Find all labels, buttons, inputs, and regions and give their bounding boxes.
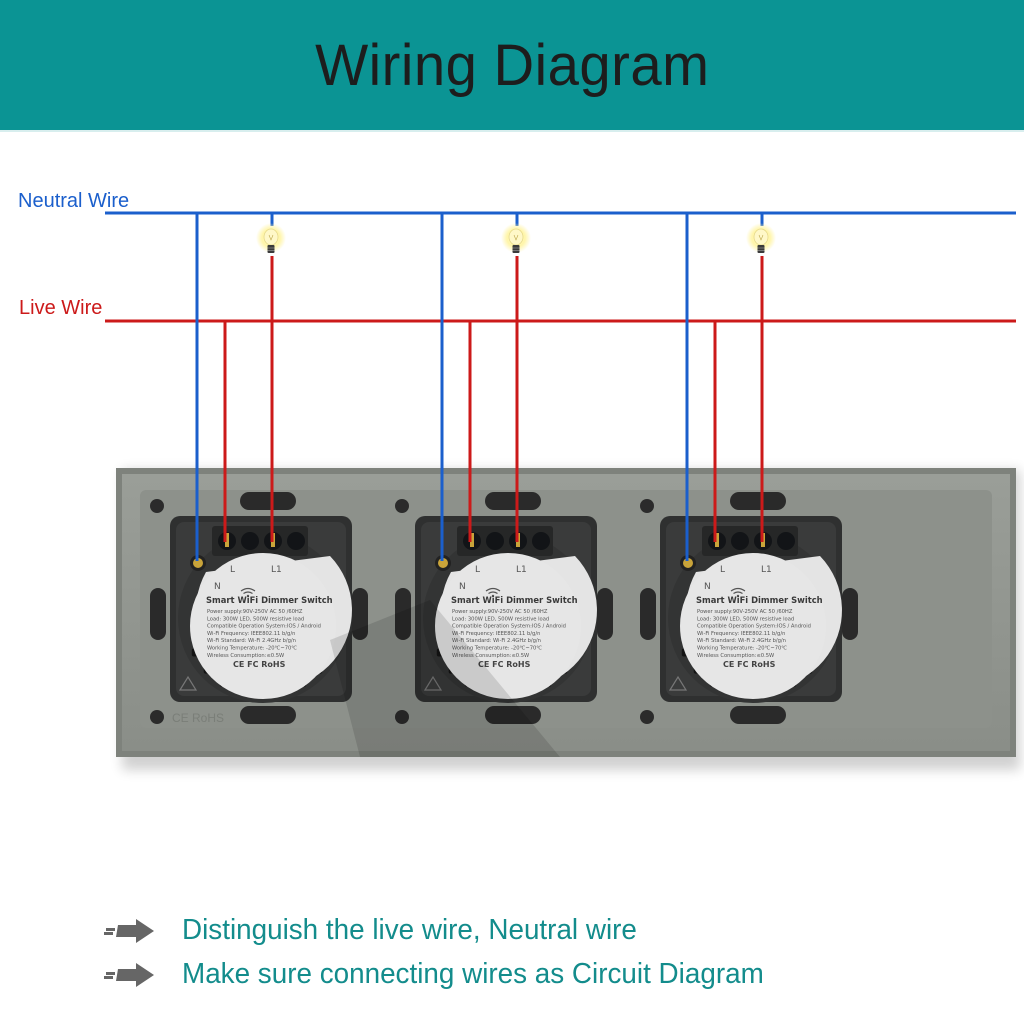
wifi-icon [730,587,746,598]
terminal-socket [287,532,305,550]
spec-line: Wireless Consumption:≤0.5W [697,653,774,659]
terminal-socket [731,532,749,550]
terminal-label-l: L [230,565,235,575]
spec-line: Load: 300W LED, 500W resistive load [207,616,304,622]
terminal-socket [777,532,795,550]
panel-screw-hole [150,499,164,513]
spec-line: Load: 300W LED, 500W resistive load [452,616,549,622]
spec-line: Power supply:90V-250V AC 50 /60HZ [452,609,548,615]
spec-line: Wi-Fi Frequency: IEEE802.11 b/g/n [207,631,295,637]
spec-line: Compatible Operation System:IOS / Androi… [452,624,566,630]
spec-line: Power supply:90V-250V AC 50 /60HZ [697,609,793,615]
spec-line: Working Temperature: -20℃~70℃ [452,646,542,652]
cert-marks: CE FC RoHS [723,660,776,669]
spec-line: Compatible Operation System:IOS / Androi… [697,624,811,630]
header-divider [0,130,1024,132]
neutral-wire-label: Neutral Wire [18,190,130,212]
panel-screw-hole [395,710,409,724]
header-banner: Wiring Diagram [0,0,1024,130]
spec-line: Wi-Fi Standard: Wi-Fi 2.4GHz b/g/n [697,638,786,644]
spec-line: Load: 300W LED, 500W resistive load [697,616,794,622]
terminal-block [457,526,553,556]
page-title: Wiring Diagram [314,32,710,98]
mount-slot [730,492,786,510]
spec-line: Wi-Fi Frequency: IEEE802.11 b/g/n [697,631,785,637]
note-text: Make sure connecting wires as Circuit Di… [182,958,764,990]
light-bulb-icon [746,223,776,253]
note-text: Distinguish the live wire, Neutral wire [182,914,637,946]
brass-contact [715,533,719,547]
spec-line: Wireless Consumption:≤0.5W [452,653,529,659]
terminal-label-l1: L1 [516,565,527,575]
wifi-icon [240,587,256,598]
module-title: Smart WiFi Dimmer Switch [696,595,823,605]
live-wire-label: Live Wire [19,297,103,319]
cert-marks: CE FC RoHS [478,660,531,669]
note-item: Make sure connecting wires as Circuit Di… [104,958,788,991]
terminal-socket [486,532,504,550]
recycle-icon [423,675,443,691]
cert-marks: CE FC RoHS [233,660,286,669]
label-sticker-disc [680,553,826,699]
recycle-icon [178,675,198,691]
arrow-right-icon [104,962,154,987]
terminal-block [212,526,308,556]
mount-slot [150,588,166,640]
mount-slot [842,588,858,640]
label-sticker-disc [190,553,336,699]
arrow-right-icon [104,918,154,943]
mount-slot [240,706,296,724]
mount-slot [240,492,296,510]
brass-contact [225,533,229,547]
terminal-label-n: N [704,582,711,592]
panel-screw-hole [640,710,654,724]
spec-line: Power supply:90V-250V AC 50 /60HZ [207,609,303,615]
spec-line: Wireless Consumption:≤0.5W [207,653,284,659]
recycle-icon [668,675,688,691]
spec-line: Wi-Fi Frequency: IEEE802.11 b/g/n [452,631,540,637]
mount-slot [485,706,541,724]
module-title: Smart WiFi Dimmer Switch [451,595,578,605]
panel-screw-hole [395,499,409,513]
mount-slot [395,588,411,640]
mount-slot [352,588,368,640]
terminal-label-n: N [459,582,466,592]
light-bulb-icon [256,223,286,253]
spec-line: Wi-Fi Standard: Wi-Fi 2.4GHz b/g/n [207,638,296,644]
terminal-label-l: L [720,565,725,575]
spec-line: Wi-Fi Standard: Wi-Fi 2.4GHz b/g/n [452,638,541,644]
mount-slot [730,706,786,724]
mount-slot [485,492,541,510]
light-bulb-icon [501,223,531,253]
spec-line: Working Temperature: -20℃~70℃ [697,646,787,652]
module-title: Smart WiFi Dimmer Switch [206,595,333,605]
panel-mark: CE RoHS [172,711,224,725]
mount-slot [640,588,656,640]
terminal-label-l1: L1 [271,565,282,575]
mount-slot [597,588,613,640]
panel-screw-hole [640,499,654,513]
terminal-label-n: N [214,582,221,592]
wifi-icon [485,587,501,598]
panel-screw-hole [150,710,164,724]
terminal-label-l: L [475,565,480,575]
brass-contact [470,533,474,547]
label-sticker-disc [435,553,581,699]
terminal-block [702,526,798,556]
panel-shadow-overlay [330,600,560,757]
terminal-label-l1: L1 [761,565,772,575]
terminal-socket [241,532,259,550]
note-item: Distinguish the live wire, Neutral wire [104,914,656,947]
spec-line: Working Temperature: -20℃~70℃ [207,646,297,652]
spec-line: Compatible Operation System:IOS / Androi… [207,624,321,630]
terminal-socket [532,532,550,550]
